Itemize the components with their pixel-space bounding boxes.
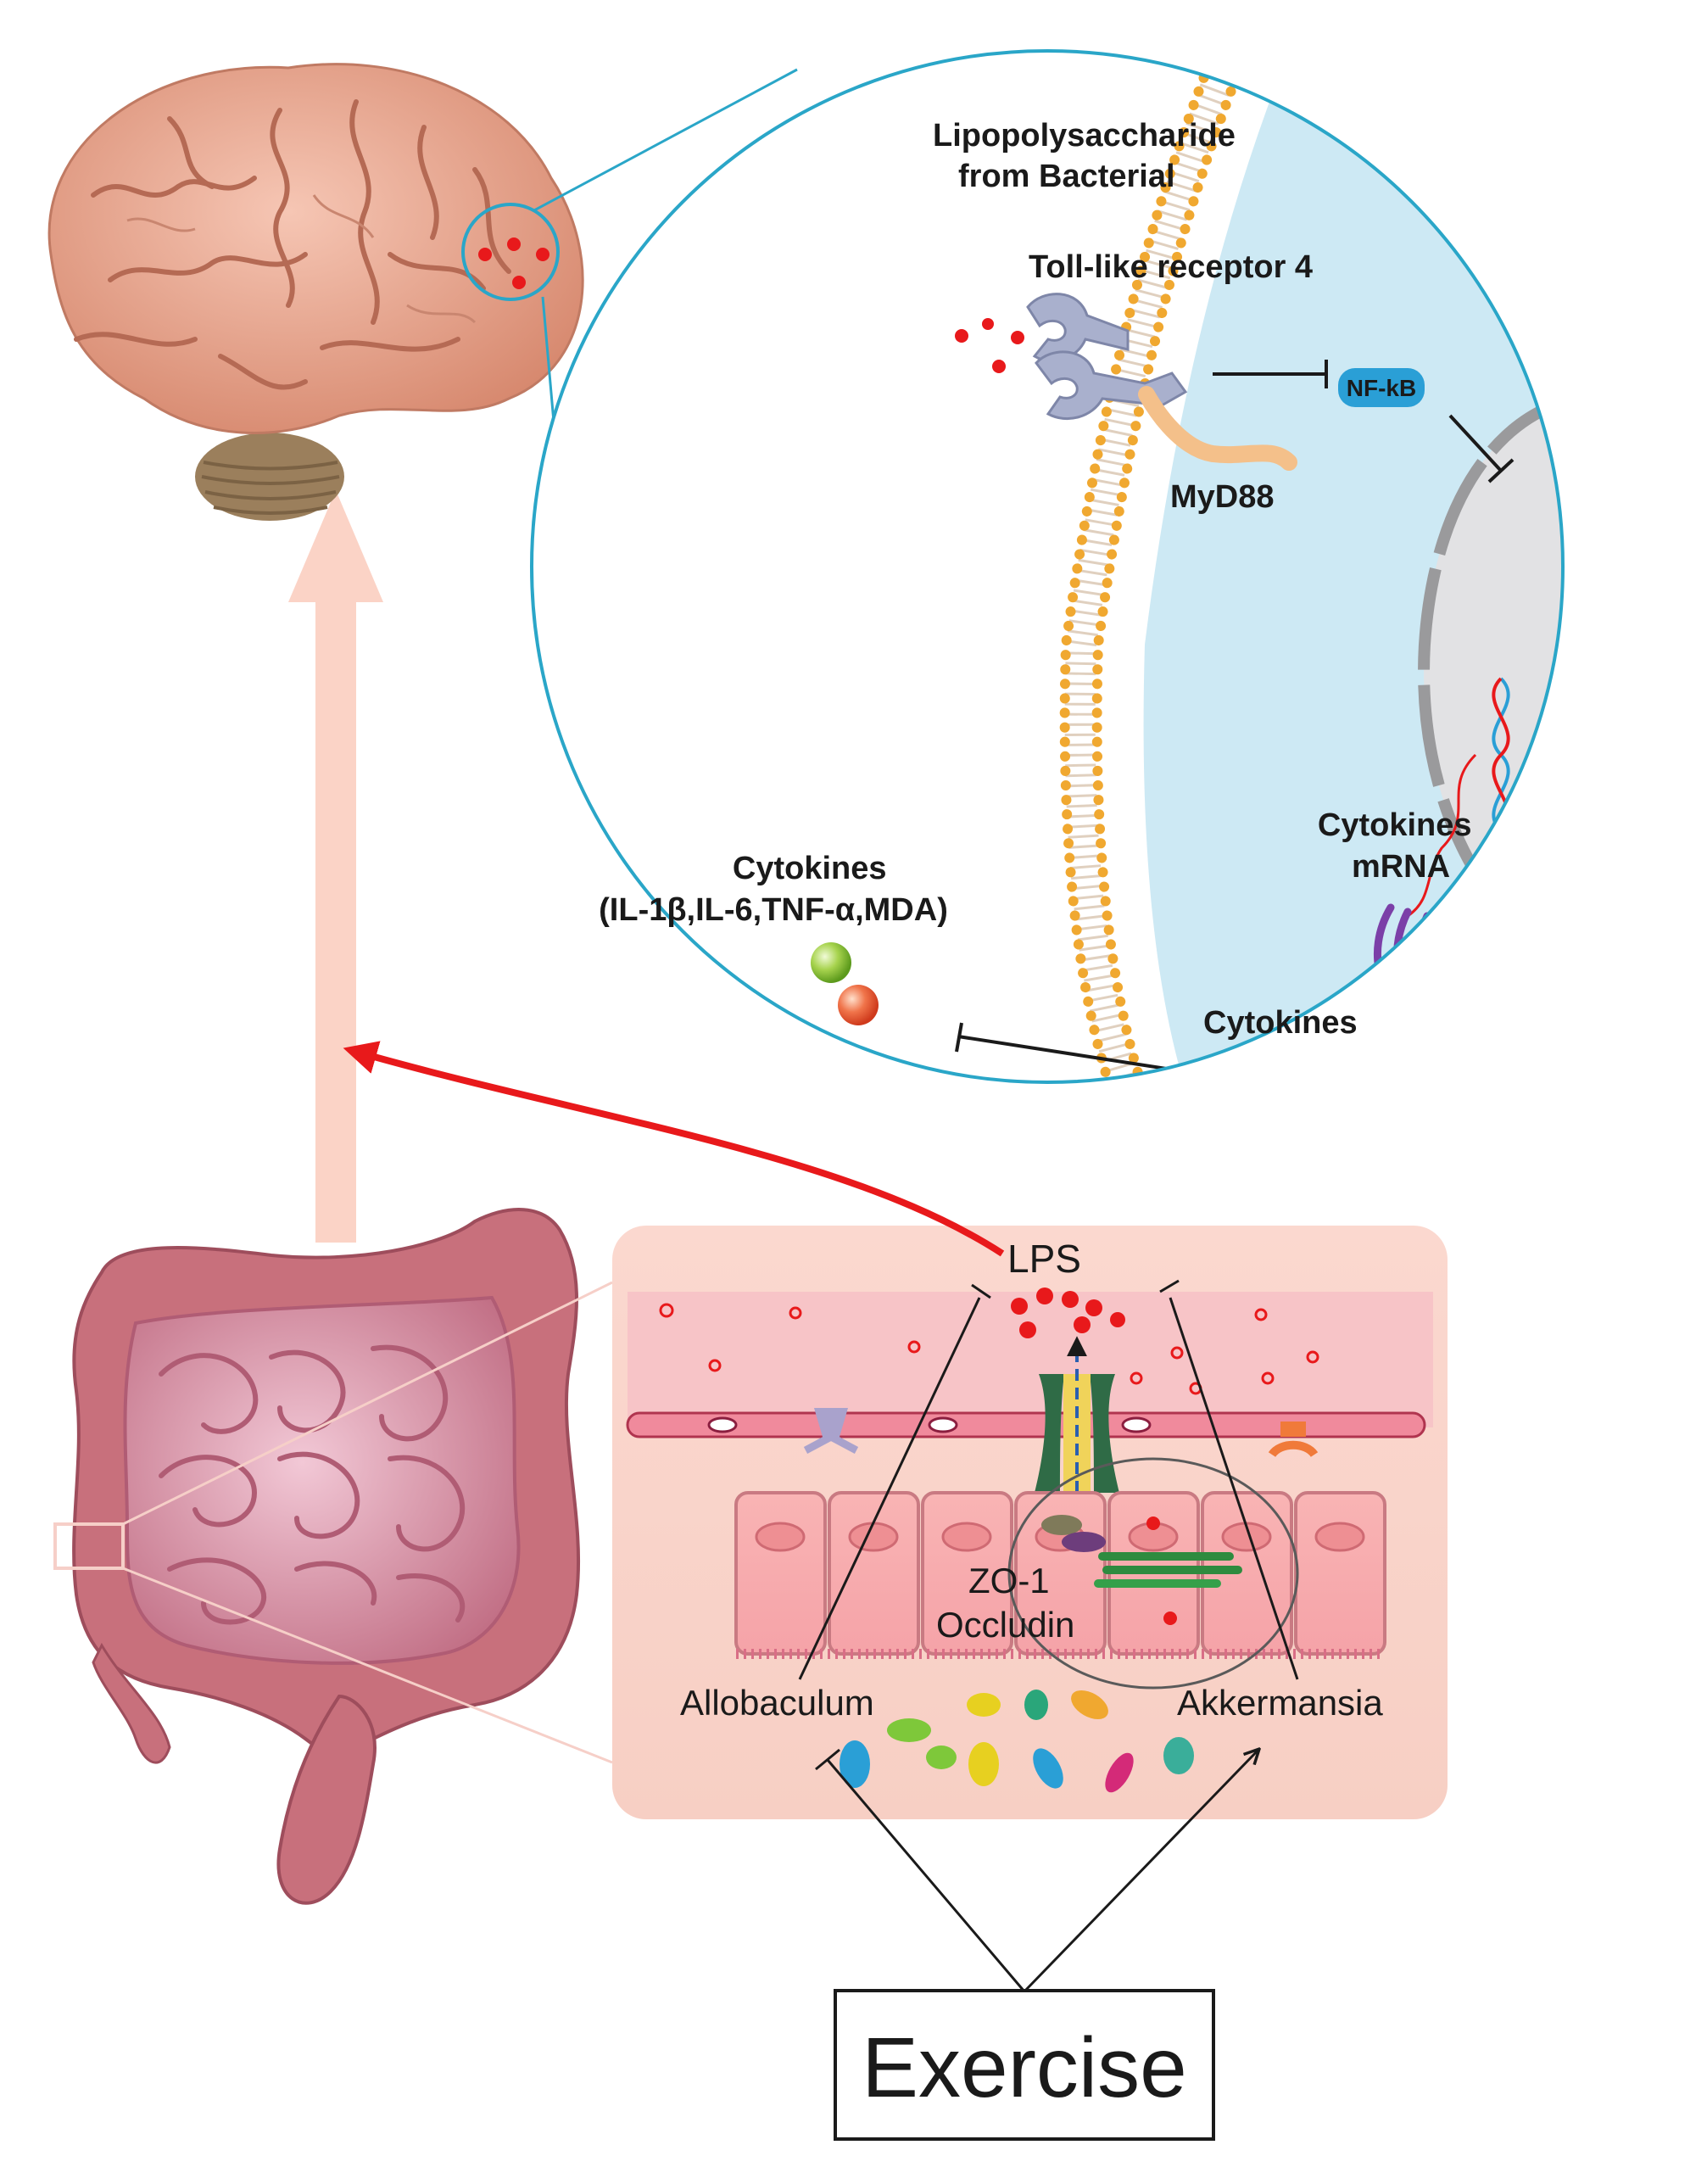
mrna-strand [1407,753,1477,918]
gut-brain-axis-arrow [288,490,383,1243]
occludin-label: Occludin [936,1605,1074,1645]
lps-label: LPS [1007,1237,1081,1281]
tight-junction-channel [1035,1336,1119,1493]
brain-focus-circle [461,203,560,301]
exercise-box [834,1989,1215,2141]
myd88-protein [1138,386,1297,471]
akkermansia-label: Akkermansia [1177,1683,1383,1723]
gut-barrier-panel [612,1226,1448,1819]
zoomed-cell-panel [530,49,1565,1084]
zo1-occludin-proteins [1041,1515,1242,1625]
gut-connector-lines [122,1281,613,1764]
nfkb-badge [1338,368,1425,407]
cytokines-label: Cytokines [1203,1005,1358,1041]
lps-cluster [1011,1287,1125,1338]
myd88-label: MyD88 [1170,479,1275,515]
lps-source-label: Lipopolysaccharide from Bacterial [933,118,1244,194]
allobaculum-label: Allobaculum [680,1683,874,1723]
lps-in-brain-dots [478,237,549,289]
exercise-label: Exercise [862,2020,1186,2115]
tlr-receptor-on-vessel [803,1408,859,1454]
cytokines-list-label: Cytokines (IL-1β,IL-6,TNF-α,MDA) [599,851,948,928]
intestine-illustration [53,1208,580,1905]
receptor-on-vessel-right [1268,1422,1319,1458]
tlr4-label: Toll-like receptor 4 [1029,249,1313,285]
panel-inhibition-lines [798,1279,1299,1680]
cytokines-mrna-label: Cytokines mRNA [1318,807,1481,885]
lps-to-brain-arrow [343,1041,1005,1257]
nfkb-label: NF-kB [1347,375,1416,401]
gut-bacteria [840,1690,1194,1793]
gut-focus-box [53,1522,125,1570]
exercise-effect-lines [815,1749,1259,1993]
zo1-label: ZO-1 [968,1561,1050,1600]
junction-zoom-ellipse [1007,1457,1299,1690]
brain-illustration [47,63,584,521]
zoom-circle-border [530,49,1565,1084]
cytokine-release-arrow [1319,1033,1392,1081]
lps-molecules [955,318,1024,373]
